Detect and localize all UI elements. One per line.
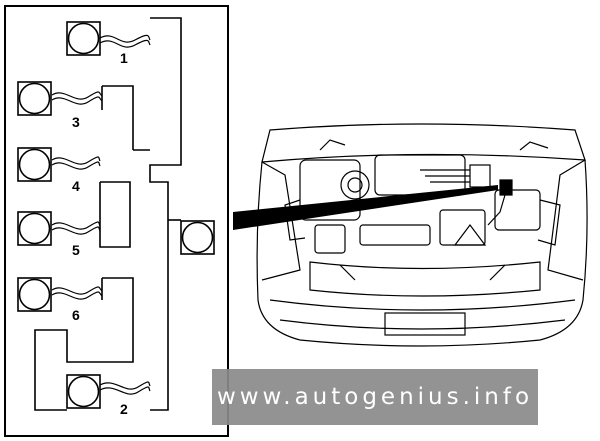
watermark-background bbox=[212, 369, 538, 425]
fuse-terminal-3 bbox=[17, 81, 52, 116]
fuse-label-4: 4 bbox=[72, 178, 80, 194]
wire-1b bbox=[99, 39, 151, 48]
wire-5 bbox=[51, 221, 101, 230]
location-pointer bbox=[233, 185, 498, 230]
fuse-label-2: 2 bbox=[120, 401, 128, 417]
connector-frame bbox=[4, 5, 229, 437]
wire-6 bbox=[51, 286, 103, 295]
wire-3b bbox=[51, 96, 103, 105]
wire-2b bbox=[99, 386, 151, 395]
wire-6b bbox=[51, 291, 103, 300]
fuse-terminal-1 bbox=[66, 21, 101, 56]
fuse-terminal-main bbox=[180, 220, 215, 255]
watermark-text: www.autogenius.info bbox=[216, 384, 534, 410]
wire-leads bbox=[51, 34, 151, 395]
wire-4 bbox=[51, 156, 101, 165]
fuse-label-5: 5 bbox=[72, 242, 80, 258]
fuse-terminal-5 bbox=[17, 211, 52, 246]
wire-1 bbox=[99, 34, 151, 43]
fuse-terminal-2 bbox=[66, 374, 101, 409]
fuse-label-1: 1 bbox=[120, 50, 128, 66]
fuse-terminals bbox=[17, 21, 215, 409]
wire-3 bbox=[51, 91, 103, 100]
fuse-label-3: 3 bbox=[72, 114, 80, 130]
wire-2 bbox=[99, 381, 151, 390]
wire-4b bbox=[51, 161, 101, 170]
fuse-terminal-4 bbox=[17, 147, 52, 182]
circuit-traces bbox=[34, 17, 182, 411]
wire-5b bbox=[51, 226, 101, 235]
fuse-label-6: 6 bbox=[72, 307, 80, 323]
fuse-terminal-6 bbox=[17, 277, 52, 312]
engine-bay-illustration bbox=[256, 123, 588, 347]
